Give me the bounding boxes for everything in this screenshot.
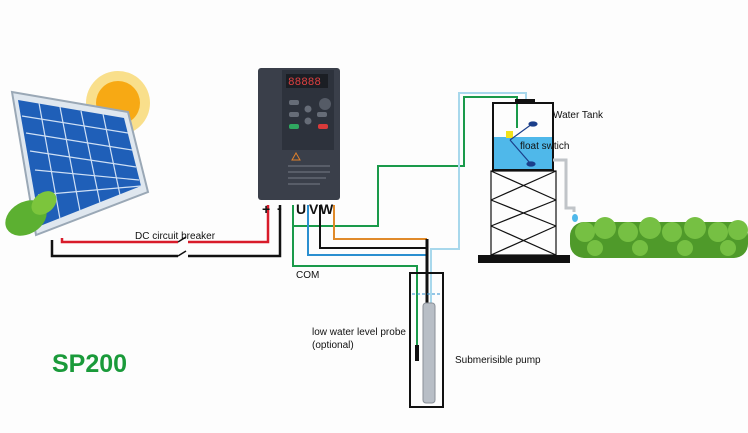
com-wire [292, 226, 418, 350]
pump-label: Submerisible pump [455, 355, 541, 366]
model-label: SP200 [52, 350, 127, 378]
water-fill [493, 137, 553, 170]
probe-optional-label: (optional) [312, 340, 354, 351]
hedge [570, 217, 748, 258]
level-sensor-wire [430, 92, 527, 303]
w-wire [333, 205, 427, 240]
terminal-labels: + - U V W [262, 200, 334, 217]
u-wire [307, 205, 427, 256]
com-label: COM [296, 270, 319, 281]
water-tank [492, 102, 554, 171]
submersible-pump [422, 302, 436, 404]
dc-breaker-label: DC circuit breaker [135, 231, 216, 242]
well-casing [409, 272, 444, 408]
terminal-w: W [320, 201, 334, 217]
dc-positive-wire-2 [188, 205, 270, 244]
dc-negative-wire-2 [188, 205, 282, 258]
leaf-icon [5, 191, 57, 236]
probe-label: low water level probe [312, 327, 406, 338]
outlet-pipe [553, 158, 576, 212]
float-switch-box [506, 131, 513, 138]
tank-base [478, 255, 570, 263]
terminal-minus: - [277, 200, 282, 216]
v-wire [319, 205, 427, 249]
tank-lid [515, 99, 535, 104]
svg-text:88888: 88888 [288, 77, 321, 89]
float-switch-icon [509, 121, 538, 167]
dc-negative-wire [50, 240, 178, 258]
tank-stand [490, 170, 557, 256]
terminal-u: U [296, 201, 306, 217]
float-switch-label: float swtich [520, 141, 569, 152]
dc-positive-wire [60, 238, 178, 244]
water-tank-label: Water Tank [553, 110, 604, 121]
terminal-plus: + [262, 201, 270, 217]
water-drop-icon [572, 214, 578, 222]
dc-breaker-icon [177, 236, 187, 257]
terminal-v: V [309, 201, 319, 217]
water-probe [415, 345, 419, 361]
inverter: 88888 [258, 68, 340, 200]
